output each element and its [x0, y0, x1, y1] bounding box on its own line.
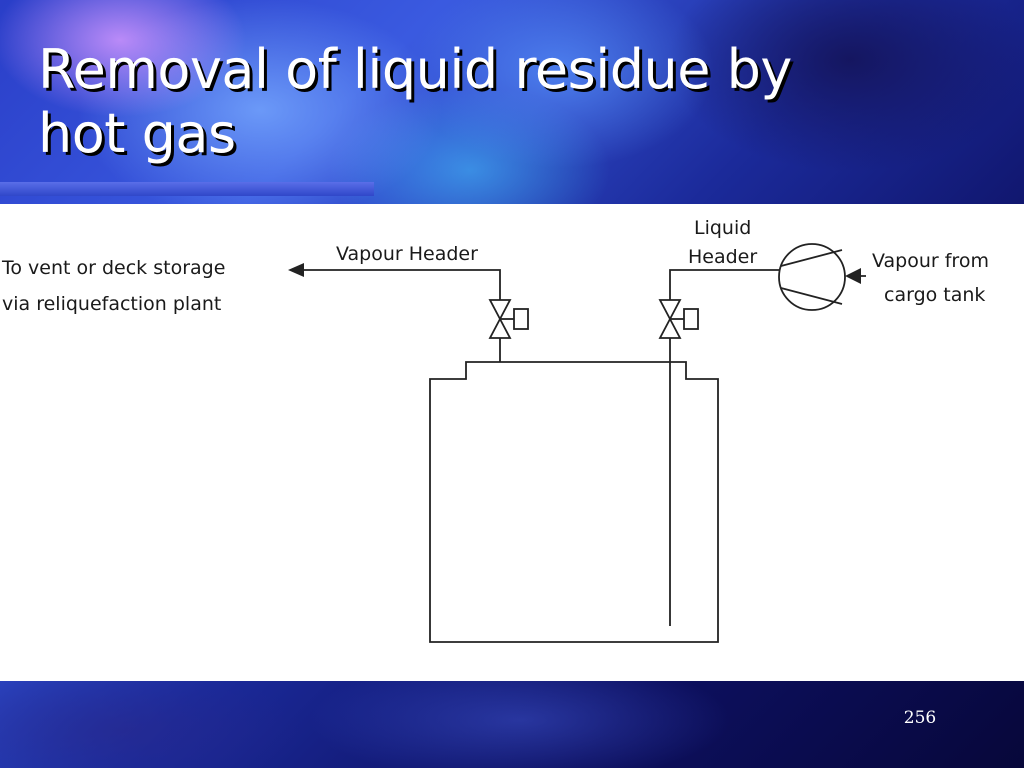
cargo-vapour-arrow-head: [845, 268, 861, 284]
slide-title-line-1: Removal of liquid residue by: [38, 38, 792, 101]
cargo-vapour-label-line-2: cargo tank: [884, 284, 985, 306]
title-underline-bar: [0, 182, 374, 196]
liquid-header-label-line-2: Header: [688, 246, 757, 268]
compressor-icon: [778, 243, 846, 311]
page-number: 256: [903, 708, 937, 728]
vent-arrow-head: [288, 263, 304, 277]
cargo-vapour-label-line-1: Vapour from: [872, 250, 989, 272]
liquid-header-label-line-1: Liquid: [694, 217, 751, 239]
hot-gas-diagram: To vent or deck storage via reliquefacti…: [1, 217, 989, 643]
cargo-tank-outline: [429, 361, 719, 643]
liquid-header-pipe: [669, 269, 780, 300]
vapour-header-label: Vapour Header: [336, 243, 478, 265]
diagram-panel: To vent or deck storage via reliquefacti…: [0, 204, 1024, 681]
vent-destination-label-line-1: To vent or deck storage: [1, 257, 225, 279]
vent-destination-label-line-2: via reliquefaction plant: [2, 293, 221, 315]
slide-title: Removal of liquid residue by hot gas: [38, 38, 938, 166]
vapour-header-valve-icon: [488, 299, 529, 339]
vapour-header-pipe: [300, 269, 501, 300]
slide-title-line-2: hot gas: [38, 102, 236, 165]
liquid-header-valve-icon: [658, 299, 699, 339]
